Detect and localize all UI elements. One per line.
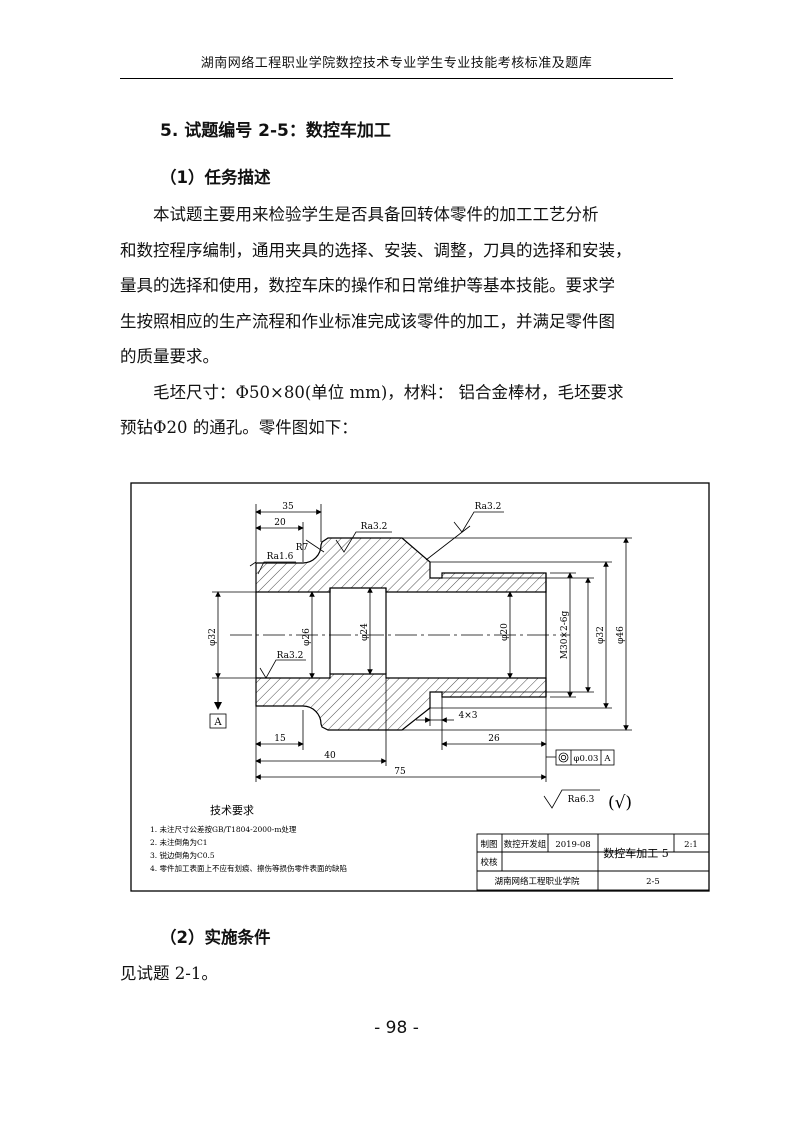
conditions-text: 见试题 2-1。: [120, 964, 218, 983]
tech-item: 4. 零件加工表面上不应有划痕、擦伤等损伤零件表面的缺陷: [150, 863, 347, 873]
tb-check-label: 校核: [480, 857, 498, 868]
dim-phi26: φ26: [302, 628, 312, 646]
title-block: [476, 833, 710, 891]
tech-item: 3. 锐边倒角为C0.5: [150, 850, 215, 860]
datum-box: [209, 713, 227, 729]
roughness-label-top: Ra3.2: [361, 522, 388, 532]
datum-triangle-icon: [214, 702, 222, 710]
dim-35: 35: [282, 502, 294, 512]
roughness-ra63-icon: [543, 789, 600, 809]
roughness-ra32-mid-icon: [453, 511, 504, 533]
section-title: 5. 试题编号 2-5：数控车加工: [160, 121, 391, 141]
roughness-label-mid: Ra3.2: [475, 502, 502, 512]
tb-school: 湖南网络工程职业学院: [494, 876, 580, 887]
dim-r7: R7: [296, 543, 309, 553]
roughness-label-ra16: Ra1.6: [267, 552, 294, 562]
tb-group: 数控开发组: [504, 839, 547, 850]
tolerance-value: φ0.03: [574, 754, 599, 764]
task-paragraph: 本试题主要用来检验学生是否具备回转体零件的加工工艺分析 和数控程序编制，通用夹具…: [120, 197, 675, 446]
part-drawing: A φ0.03 A 35 20 R7 Ra3.2 Ra3.2 Ra1.6 Ra3…: [130, 482, 710, 892]
tech-item: 2. 未注倒角为C1: [150, 837, 208, 847]
tb-draw-label: 制图: [480, 839, 497, 850]
datum-label: A: [213, 717, 222, 728]
dim-75: 75: [394, 767, 406, 777]
tb-code: 2-5: [646, 877, 660, 887]
task-heading: （1）任务描述: [160, 168, 271, 187]
task-line: 的质量要求。: [120, 347, 219, 366]
roughness-ra32-top-icon: [335, 531, 392, 553]
dim-15: 15: [274, 734, 286, 744]
concentricity-icon: [558, 752, 569, 763]
roughness-symbol: (√): [608, 793, 632, 813]
task-line: 本试题主要用来检验学生是否具备回转体零件的加工工艺分析: [153, 205, 599, 224]
roughness-label-ra63: Ra6.3: [568, 795, 595, 805]
dim-26: 26: [488, 734, 500, 744]
section-lower: [255, 673, 547, 731]
tech-title: 技术要求: [210, 804, 254, 817]
dim-20: 20: [274, 518, 286, 528]
dim-phi32-outer: φ32: [596, 626, 606, 644]
dim-phi20: φ20: [500, 623, 510, 641]
tb-date: 2019-08: [555, 840, 590, 850]
page-number: - 98 -: [374, 1018, 419, 1038]
tolerance-datum: A: [603, 754, 611, 764]
tb-part-name: 数控车加工 5: [603, 846, 669, 860]
task-line: 量具的选择和使用，数控车床的操作和日常维护等基本技能。要求学: [120, 276, 615, 295]
task-line: 和数控程序编制，通用夹具的选择、安装、调整，刀具的选择和安装，: [120, 240, 632, 260]
blank-line: 毛坯尺寸：Φ50×80(单位 mm)，材料： 铝合金棒材，毛坯要求: [153, 382, 624, 402]
dim-m30: M30×2-6g: [560, 611, 570, 660]
task-line: 生按照相应的生产流程和作业标准完成该零件的加工，并满足零件图: [120, 311, 615, 331]
dim-40: 40: [324, 751, 336, 761]
dim-phi24: φ24: [360, 623, 370, 641]
blank-line: 预钻Φ20 的通孔。零件图如下：: [120, 418, 358, 437]
drawing-frame: [130, 482, 710, 892]
roughness-ra32-bot-icon: [259, 659, 306, 679]
header-rule: [120, 78, 673, 79]
roughness-label-bot: Ra3.2: [277, 651, 304, 661]
dim-phi46: φ46: [616, 626, 626, 644]
conditions-heading: （2）实施条件: [160, 928, 271, 947]
roughness-ra16-icon: [249, 561, 296, 575]
tech-item: 1. 未注尺寸公差按GB/T1804-2000-m处理: [150, 824, 297, 834]
dim-phi32-bore: φ32: [208, 628, 218, 646]
page-header: 湖南网络工程职业学院数控技术专业学生专业技能考核标准及题库: [200, 56, 593, 71]
tb-scale: 2:1: [684, 840, 698, 850]
tolerance-frame: [555, 749, 615, 766]
dim-groove: 4×3: [459, 711, 478, 721]
